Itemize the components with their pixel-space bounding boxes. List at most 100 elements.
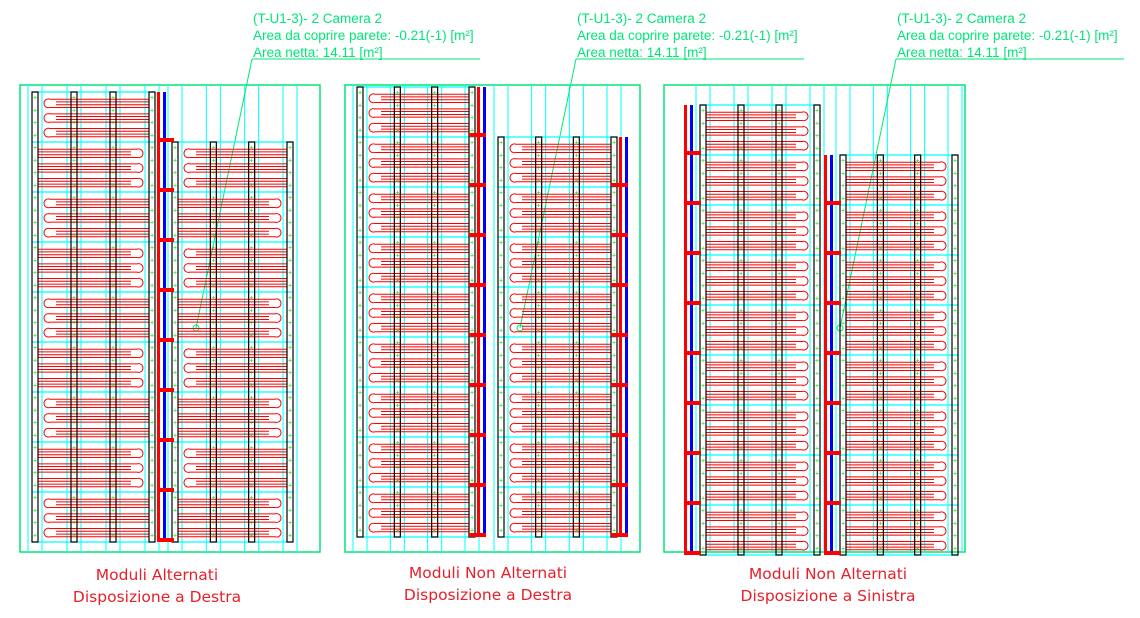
- fixing-mark: +: [111, 145, 115, 152]
- fixing-mark: +: [499, 378, 503, 385]
- fixing-mark: +: [72, 295, 76, 302]
- fixing-mark: +: [499, 265, 503, 272]
- fixing-mark: +: [150, 358, 154, 365]
- fixing-mark: +: [701, 408, 705, 415]
- fixing-mark: +: [878, 496, 882, 503]
- right-module-column: ++++++++++++++++++++++++++++++++++++++++…: [171, 141, 294, 543]
- fixing-mark: +: [72, 408, 76, 415]
- fixing-mark: +: [916, 346, 920, 353]
- fixing-mark: +: [433, 153, 437, 160]
- fixing-mark: +: [72, 208, 76, 215]
- fixing-mark: +: [953, 196, 957, 203]
- fixing-mark: +: [701, 346, 705, 353]
- heating-loop: [706, 461, 809, 501]
- fixing-mark: +: [499, 415, 503, 422]
- manifold-connector: [157, 538, 174, 542]
- fixing-mark: +: [470, 190, 474, 197]
- fixing-mark: +: [150, 458, 154, 465]
- fixing-mark: +: [433, 215, 437, 222]
- fixing-mark: +: [358, 328, 362, 335]
- fixing-mark: +: [470, 478, 474, 485]
- fixing-mark: +: [537, 178, 541, 185]
- fixing-mark: +: [358, 353, 362, 360]
- left-module-column: ++++++++++++++++++++++++++++++++++++++++…: [31, 91, 156, 543]
- fixing-mark: +: [574, 478, 578, 485]
- fixing-mark: +: [111, 320, 115, 327]
- fixing-mark: +: [739, 471, 743, 478]
- fixing-mark: +: [701, 508, 705, 515]
- heating-loop: [706, 211, 809, 251]
- heating-loop: [368, 493, 469, 533]
- fixing-mark: +: [739, 146, 743, 153]
- fixing-mark: +: [499, 328, 503, 335]
- heating-loop: [368, 143, 469, 183]
- fixing-mark: +: [470, 178, 474, 185]
- fixing-mark: +: [916, 433, 920, 440]
- fixing-mark: +: [739, 333, 743, 340]
- fixing-mark: +: [33, 420, 37, 427]
- fixing-mark: +: [612, 203, 616, 210]
- heating-loop: [846, 361, 947, 401]
- fixing-mark: +: [815, 383, 819, 390]
- heating-loop: [38, 448, 144, 488]
- fixing-mark: +: [288, 433, 292, 440]
- fixing-mark: +: [878, 208, 882, 215]
- support-rail: [70, 91, 78, 543]
- fixing-mark: +: [358, 240, 362, 247]
- fixing-mark: +: [173, 508, 177, 515]
- fixing-mark: +: [358, 415, 362, 422]
- fixing-mark: +: [33, 245, 37, 252]
- fixing-mark: +: [470, 428, 474, 435]
- distribution-pipes-left: [684, 105, 701, 555]
- fixing-mark: +: [211, 408, 215, 415]
- fixing-mark: +: [433, 265, 437, 272]
- fixing-mark: +: [33, 320, 37, 327]
- fixing-mark: +: [470, 315, 474, 322]
- fixing-mark: +: [739, 371, 743, 378]
- fixing-mark: +: [916, 371, 920, 378]
- fixing-mark: +: [33, 345, 37, 352]
- manifold-connector: [824, 251, 841, 255]
- fixing-mark: +: [612, 303, 616, 310]
- fixing-mark: +: [574, 265, 578, 272]
- fixing-mark: +: [499, 528, 503, 535]
- fixing-mark: +: [953, 208, 957, 215]
- fixing-mark: +: [878, 446, 882, 453]
- fixing-mark: +: [150, 183, 154, 190]
- fixing-mark: +: [150, 108, 154, 115]
- fixing-mark: +: [358, 440, 362, 447]
- fixing-mark: +: [470, 290, 474, 297]
- fixing-mark: +: [358, 365, 362, 372]
- fixing-mark: +: [250, 358, 254, 365]
- fixing-mark: +: [953, 221, 957, 228]
- fixing-mark: +: [841, 471, 845, 478]
- fixing-mark: +: [777, 458, 781, 465]
- fixing-mark: +: [72, 95, 76, 102]
- fixing-mark: +: [815, 146, 819, 153]
- fixing-mark: +: [173, 408, 177, 415]
- fixing-mark: +: [499, 165, 503, 172]
- fixing-mark: +: [288, 345, 292, 352]
- fixing-mark: +: [72, 233, 76, 240]
- fixing-mark: +: [612, 390, 616, 397]
- heating-loop: [509, 393, 611, 433]
- fixing-mark: +: [150, 283, 154, 290]
- fixing-mark: +: [701, 208, 705, 215]
- fixing-mark: +: [878, 433, 882, 440]
- fixing-mark: +: [33, 533, 37, 540]
- fixing-mark: +: [777, 108, 781, 115]
- manifold-connector: [824, 401, 841, 405]
- fixing-mark: +: [211, 245, 215, 252]
- fixing-mark: +: [815, 296, 819, 303]
- fixing-mark: +: [841, 258, 845, 265]
- support-rail: [248, 141, 256, 543]
- support-rail: [148, 91, 156, 543]
- fixing-mark: +: [433, 478, 437, 485]
- distribution-pipes: [157, 92, 174, 542]
- fixing-mark: +: [358, 403, 362, 410]
- fixing-mark: +: [612, 428, 616, 435]
- fixing-mark: +: [173, 183, 177, 190]
- fixing-mark: +: [288, 483, 292, 490]
- fixing-mark: +: [739, 533, 743, 540]
- fixing-mark: +: [841, 521, 845, 528]
